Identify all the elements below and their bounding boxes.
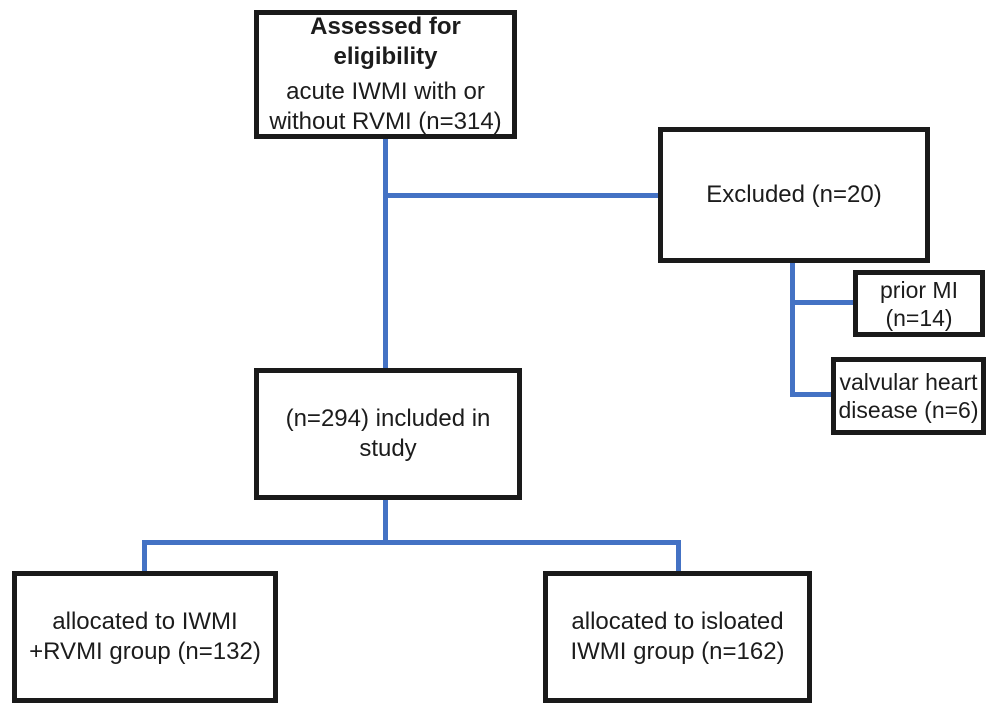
valvular-line2: disease (n=6) (838, 397, 979, 423)
included-line2: study (359, 435, 417, 462)
connector-branch-to-excluded (385, 193, 660, 198)
included-line1: (n=294) included in (285, 405, 491, 432)
prior-mi-line2: (n=14) (885, 304, 953, 331)
connector-drop-to-alloc-left (142, 540, 147, 573)
prior-mi-line1: prior MI (880, 276, 958, 303)
excluded-label: Excluded (n=20) (706, 181, 882, 208)
node-excluded: Excluded (n=20) (658, 127, 930, 263)
connector-allocation-branch (142, 540, 681, 545)
node-allocated-isolated-iwmi: allocated to isloated IWMI group (n=162) (543, 571, 812, 703)
node-allocated-iwmi-rvmi: allocated to IWMI +RVMI group (n=132) (12, 571, 278, 703)
connector-branch-to-valvular (792, 392, 834, 397)
assessed-line2: without RVMI (n=314) (269, 108, 502, 135)
alloc-right-line1: allocated to isloated (571, 608, 784, 635)
node-included-in-study: (n=294) included in study (254, 368, 522, 500)
connector-excluded-stem (790, 260, 795, 397)
connector-included-stem (383, 497, 388, 545)
connector-assessed-to-included (383, 136, 388, 370)
alloc-right-line2: IWMI group (n=162) (570, 638, 785, 665)
valvular-line1: valvular heart (839, 369, 978, 395)
connector-drop-to-alloc-right (676, 540, 681, 573)
node-prior-mi: prior MI (n=14) (853, 270, 985, 337)
assessed-line1: acute IWMI with or (286, 78, 485, 105)
node-valvular-heart-disease: valvular heart disease (n=6) (831, 357, 986, 435)
assessed-title: Assessed for eligibility (310, 13, 461, 70)
alloc-left-line2: +RVMI group (n=132) (29, 638, 261, 665)
alloc-left-line1: allocated to IWMI (52, 608, 238, 635)
connector-branch-to-prior-mi (792, 300, 855, 305)
node-assessed-for-eligibility: Assessed for eligibility acute IWMI with… (254, 10, 517, 139)
